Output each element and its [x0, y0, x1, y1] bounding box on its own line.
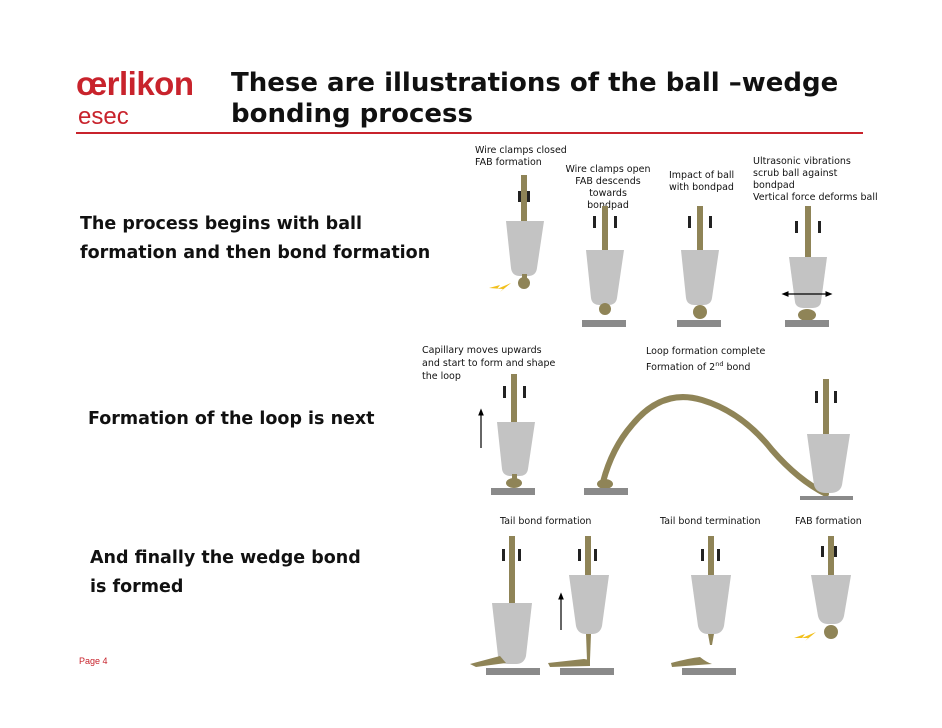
esec-logo: esec [78, 103, 129, 130]
section-heading-ball-formation: The process begins with ball formation a… [80, 214, 431, 263]
fig-loop-complete [584, 379, 853, 500]
section-heading-loop: Formation of the loop is next [88, 409, 375, 429]
title-divider [76, 132, 863, 134]
fig-fab-formation [489, 175, 544, 292]
fig-tail-bond-1 [470, 536, 540, 675]
section-heading-wedge: And finally the wedge bond is formed [90, 548, 361, 597]
caption-fab-formation: FAB formation [795, 516, 862, 527]
fig-fab-formation-2 [794, 536, 851, 641]
spark-icon [489, 283, 511, 292]
fig-capillary-up [478, 374, 535, 495]
fig-fab-descends [582, 206, 626, 327]
page-number: Page 4 [79, 656, 108, 666]
fig-tail-bond-2 [548, 536, 614, 675]
fig-impact [677, 206, 721, 327]
caption-tail-termination: Tail bond termination [660, 516, 761, 527]
caption-tail-bond: Tail bond formation [500, 516, 592, 527]
fig-ultrasonic [781, 206, 833, 327]
oerlikon-logo: œrlikon [76, 65, 194, 102]
fig-tail-termination [671, 536, 736, 675]
caption-loop-complete: Loop formation complete Formation of 2nd… [646, 346, 766, 374]
spark-icon-2 [794, 632, 816, 641]
page-title: These are illustrations of the ball –wed… [231, 68, 839, 129]
